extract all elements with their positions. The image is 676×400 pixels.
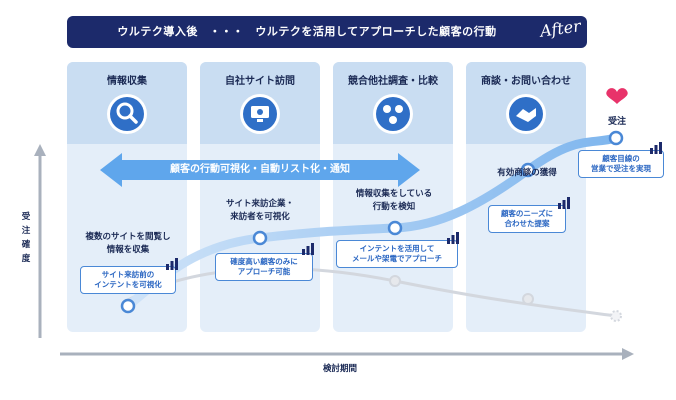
order-callout: 顧客目線の 営業で受注を実現 [578, 150, 664, 178]
column-header: 競合他社調査・比較 [333, 62, 453, 144]
column-site-visit: 自社サイト訪問 [200, 62, 320, 332]
baseline-curve [127, 267, 617, 318]
step-node-4 [520, 162, 536, 178]
magnifier-icon [107, 94, 147, 134]
monitor-icon [240, 94, 280, 134]
heart-icon [606, 88, 628, 104]
baseline-node [389, 275, 401, 287]
step-1-label: 複数のサイトを閲覧し 情報を収集 [85, 232, 171, 255]
column-header: 自社サイト訪問 [200, 62, 320, 144]
column-title: 競合他社調査・比較 [348, 76, 438, 87]
order-node [608, 130, 624, 146]
step-node-2 [252, 230, 268, 246]
step-4-label: 有効商談の獲得 [497, 168, 557, 178]
column-header: 商談・お問い合わせ [466, 62, 586, 144]
header-title: ウルテク導入後 ・・・ ウルテクを活用してアプローチした顧客の行動 [117, 25, 497, 38]
y-axis-label: 受注確度 [21, 212, 31, 264]
y-axis-arrowhead [34, 144, 46, 156]
arrow-band-label: 顧客の行動可視化・自動リスト化・通知 [170, 164, 350, 175]
step-3-callout: インテントを活用して メールや架電でアプローチ [336, 240, 458, 268]
baseline-node [610, 310, 622, 322]
header-banner: ウルテク導入後 ・・・ ウルテクを活用してアプローチした顧客の行動 After [67, 16, 587, 48]
x-axis-label: 検討期間 [322, 364, 357, 374]
bar-chart-icon [166, 258, 178, 270]
bar-chart-icon [447, 232, 459, 244]
step-2-label: サイト来訪企業・ 来訪者を可視化 [225, 199, 294, 222]
step-2-callout: 確度高い顧客のみに アプローチ可能 [215, 253, 313, 281]
step-node-1 [120, 298, 136, 314]
column-title: 自社サイト訪問 [225, 76, 295, 87]
compare-icon [373, 94, 413, 134]
step-node-3 [387, 220, 403, 236]
x-axis-arrowhead [622, 348, 634, 360]
baseline-node [522, 293, 534, 305]
bar-chart-icon [558, 197, 570, 209]
step-1-callout: サイト来訪前の インテントを可視化 [80, 266, 176, 294]
column-title: 商談・お問い合わせ [481, 76, 571, 87]
bar-chart-icon [650, 142, 662, 154]
column-title: 情報収集 [107, 76, 147, 87]
order-label: 受注 [607, 117, 626, 127]
column-header: 情報収集 [67, 62, 187, 144]
double-arrow-band [100, 153, 420, 187]
bar-chart-icon [302, 243, 314, 255]
handshake-icon [506, 94, 546, 134]
step-4-callout: 顧客のニーズに 合わせた提案 [488, 205, 566, 233]
step-3-label: 情報収集をしている 行動を検知 [355, 189, 433, 212]
